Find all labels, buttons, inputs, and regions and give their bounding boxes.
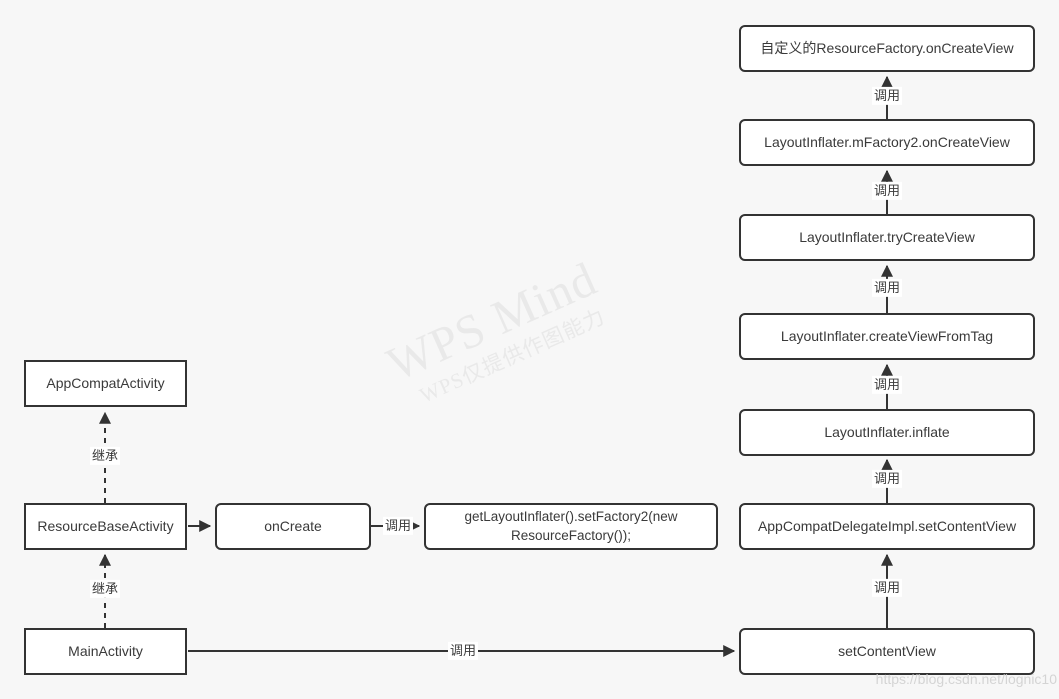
edge-label-call: 调用 — [871, 469, 903, 489]
node-custom-resourcefactory-oncreateview: 自定义的ResourceFactory.onCreateView — [739, 25, 1035, 72]
node-mainactivity: MainActivity — [24, 628, 187, 675]
edge-label-inherit: 继承 — [89, 579, 121, 599]
edge-label-call: 调用 — [382, 516, 414, 536]
watermark-url: https://blog.csdn.net/lognic10 — [875, 671, 1057, 687]
edge-label-inherit: 继承 — [89, 446, 121, 466]
edge-label-call: 调用 — [871, 181, 903, 201]
node-layoutinflater-createviewfromtag: LayoutInflater.createViewFromTag — [739, 313, 1035, 360]
edge-label-call: 调用 — [871, 578, 903, 598]
node-layoutinflater-mfactory2-oncreateview: LayoutInflater.mFactory2.onCreateView — [739, 119, 1035, 166]
node-layoutinflater-trycreateview: LayoutInflater.tryCreateView — [739, 214, 1035, 261]
node-setfactory2-code: getLayoutInflater().setFactory2(new Reso… — [424, 503, 718, 550]
node-setcontentview: setContentView — [739, 628, 1035, 675]
node-oncreate: onCreate — [215, 503, 371, 550]
node-layoutinflater-inflate: LayoutInflater.inflate — [739, 409, 1035, 456]
edge-label-call: 调用 — [447, 641, 479, 661]
edge-label-call: 调用 — [871, 375, 903, 395]
edge-label-call: 调用 — [871, 278, 903, 298]
node-appcompatdelegateimpl-setcontentview: AppCompatDelegateImpl.setContentView — [739, 503, 1035, 550]
edge-label-call: 调用 — [871, 86, 903, 106]
node-appcompatactivity: AppCompatActivity — [24, 360, 187, 407]
node-resourcebaseactivity: ResourceBaseActivity — [24, 503, 187, 550]
